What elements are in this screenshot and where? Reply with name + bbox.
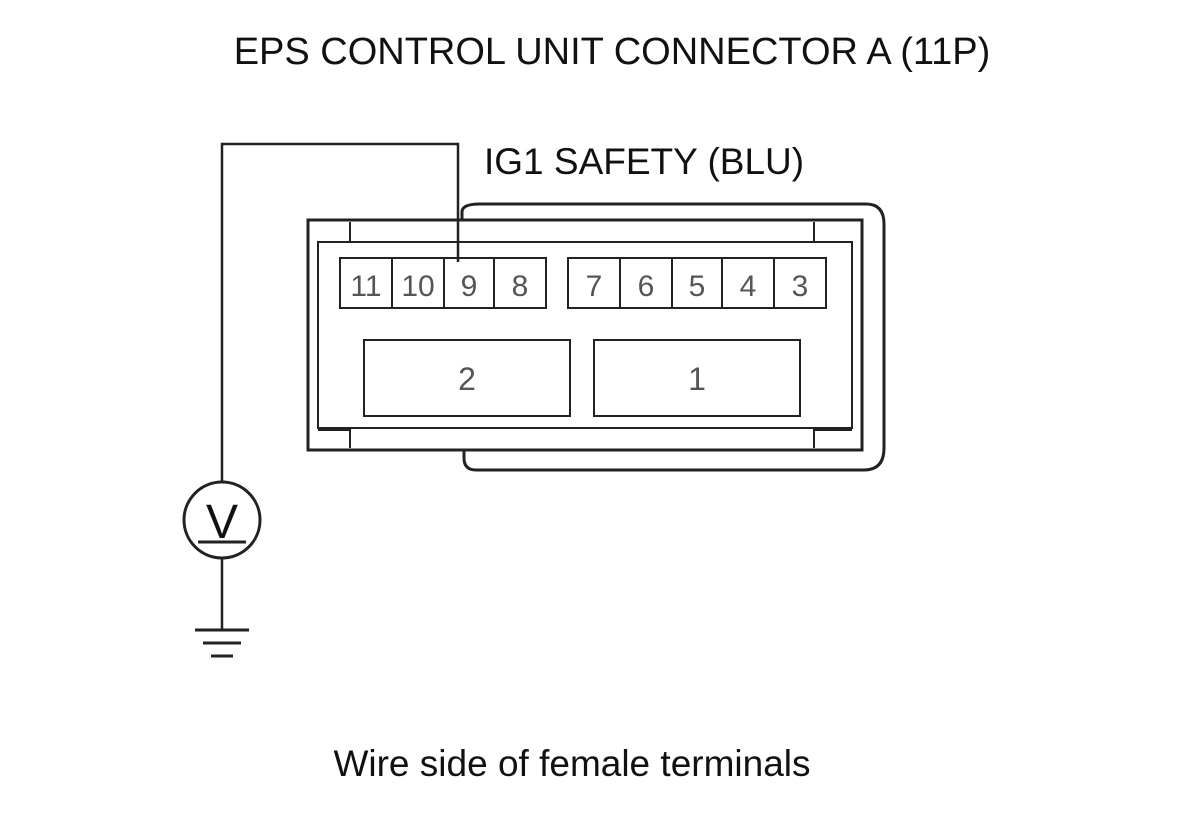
terminal-6-label: 6 [638, 270, 655, 303]
terminal-group-upper-right: 7 6 5 4 3 [567, 257, 827, 309]
terminal-group-lower: 2 1 [363, 339, 801, 417]
terminal-5-label: 5 [689, 270, 706, 303]
terminal-7-label: 7 [586, 270, 603, 303]
connector-housing [306, 202, 886, 472]
diagram-caption: Wire side of female terminals [333, 743, 810, 784]
diagram-title: EPS CONTROL UNIT CONNECTOR A (11P) [234, 31, 991, 73]
terminal-11-label: 11 [350, 270, 381, 303]
ground-icon [195, 628, 249, 658]
probe-wire [220, 142, 460, 482]
voltmeter-icon: V [182, 480, 262, 560]
terminal-group-upper-left: 11 10 9 8 [339, 257, 547, 309]
wire-label: IG1 SAFETY (BLU) [484, 141, 804, 182]
terminal-9-label: 9 [461, 270, 478, 303]
terminal-4-label: 4 [740, 270, 757, 303]
voltmeter-symbol: V [206, 496, 238, 549]
terminal-8-label: 8 [512, 270, 529, 303]
terminal-3-label: 3 [792, 270, 809, 303]
terminal-1-label: 1 [688, 361, 706, 397]
terminal-2-label: 2 [458, 361, 476, 397]
terminal-10-label: 10 [401, 270, 434, 303]
